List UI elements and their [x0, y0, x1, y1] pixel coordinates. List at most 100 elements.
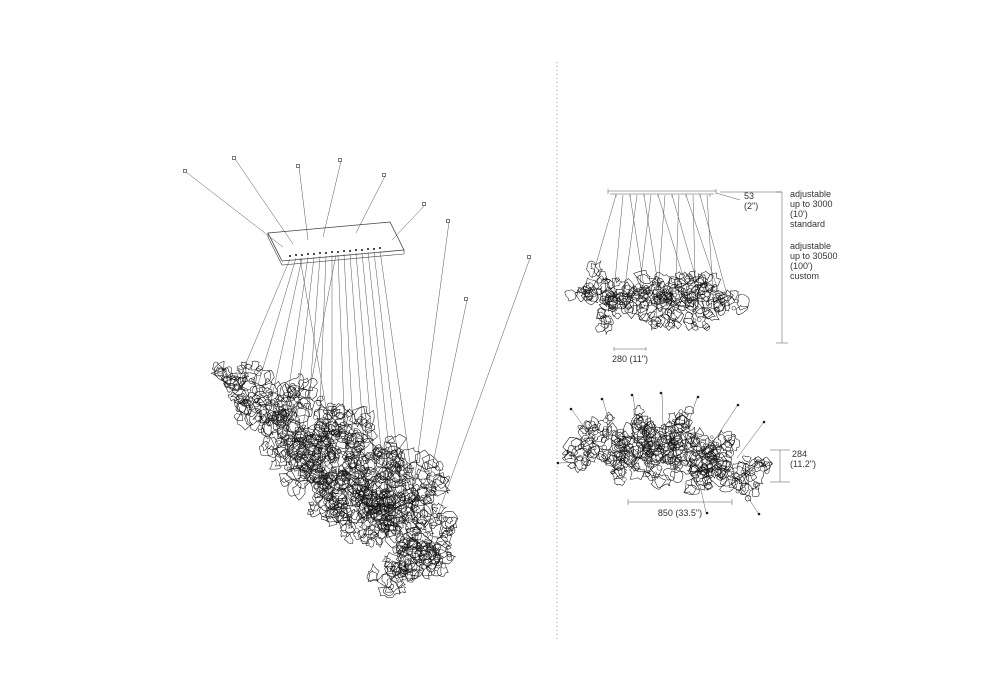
cluster-scribble: [430, 489, 436, 497]
glass-bulb: [715, 442, 719, 446]
cluster-scribble: [410, 525, 422, 540]
side-view: 850 (33.5") 284 (11.2"): [556, 391, 816, 518]
glass-bulb: [432, 513, 438, 518]
cluster-scribble: [323, 429, 338, 441]
cluster-scribble: [385, 478, 396, 488]
cable-knob: [331, 251, 333, 253]
cluster-scribble: [364, 502, 374, 515]
cluster-scribble: [375, 536, 384, 549]
glass-bulb: [745, 463, 749, 468]
ceiling-anchor-square: [382, 173, 386, 177]
cluster-scribble: [311, 470, 328, 486]
adjustable-standard-line4: standard: [790, 219, 825, 229]
cluster-scribble: [642, 470, 651, 477]
cluster-scribble: [346, 478, 363, 495]
glass-bulb: [312, 415, 318, 420]
front-elevation-view: 53 (2") adjustable up to 3000 (10') stan…: [564, 189, 838, 364]
glass-bulb: [350, 462, 356, 468]
cluster-scribble: [677, 427, 683, 433]
cable-knob: [379, 247, 381, 249]
cluster-scribble: [690, 432, 710, 452]
glass-bulb: [427, 535, 433, 541]
glass-bulb: [639, 444, 643, 448]
glass-bulb: [251, 379, 255, 382]
cluster-scribble: [331, 428, 341, 437]
glass-bulb: [226, 379, 231, 384]
plate-cable-knobs: [289, 247, 381, 257]
cluster-scribble: [592, 277, 608, 292]
cluster-scribble: [662, 449, 676, 467]
cluster-scribble: [596, 288, 602, 295]
attachment-leaders: [559, 393, 764, 514]
glass-bulb: [320, 431, 323, 435]
cluster-scribble: [295, 407, 311, 424]
cluster-scribble: [327, 447, 340, 461]
cluster-scribble: [590, 260, 603, 277]
cable-knob: [373, 248, 375, 250]
glass-bulb: [760, 466, 766, 472]
cluster-scribble: [236, 402, 251, 416]
cluster-scribble: [338, 510, 346, 517]
glass-bulb: [330, 455, 334, 460]
cluster-scribble: [622, 293, 632, 303]
cluster-scribble: [645, 420, 656, 429]
cluster-scribble: [340, 530, 349, 538]
attachment-dot: [569, 407, 573, 411]
glass-bulb: [727, 471, 732, 477]
glass-bulb: [443, 542, 446, 546]
cluster-scribble: [426, 472, 445, 490]
glass-bulb: [660, 292, 663, 295]
glass-bulb: [429, 519, 434, 524]
cluster-scribble: [750, 486, 760, 497]
wire-line: [391, 204, 426, 241]
cluster-scribble: [233, 412, 243, 422]
cluster-scribble: [422, 545, 432, 556]
glass-bulb: [654, 282, 657, 285]
glass-bulb: [376, 490, 381, 495]
cluster-scribble: [599, 290, 615, 302]
cluster-scribble: [695, 307, 706, 318]
cable-knob: [313, 253, 315, 255]
cluster-scribble: [279, 411, 288, 418]
cluster-scribble: [379, 466, 393, 480]
glass-bulb: [297, 461, 303, 467]
canopy-height-dim-unit: (2"): [744, 201, 758, 211]
cluster-scribble: [719, 441, 734, 454]
glass-bulb: [677, 291, 682, 295]
cluster-scribble: [633, 284, 643, 297]
wire-line: [671, 194, 706, 311]
cluster-scribble: [390, 570, 406, 588]
cluster-scribble: [636, 274, 657, 289]
wire-line: [711, 405, 738, 445]
perspective-view: [183, 156, 531, 599]
cluster-scribble: [650, 280, 669, 295]
glass-bulb: [648, 321, 653, 325]
wire-line: [379, 250, 419, 521]
cluster-scribble: [709, 284, 718, 294]
ceiling-anchors: [183, 156, 531, 301]
adjustable-custom-line1: adjustable: [790, 241, 831, 251]
glass-bulb: [356, 433, 360, 438]
cluster-scribble: [418, 566, 431, 580]
cluster-scribble: [700, 282, 708, 289]
glass-bulb: [699, 478, 703, 482]
glass-bulb: [698, 474, 704, 479]
wire-line: [299, 257, 331, 431]
cluster-scribble: [416, 468, 430, 481]
cluster-scribble: [245, 363, 253, 370]
cluster-scribble: [236, 412, 254, 431]
glass-bulb: [424, 559, 430, 564]
cluster-scribble: [387, 433, 407, 452]
cluster-scribble: [421, 508, 429, 517]
cluster-scribble: [599, 314, 608, 323]
cluster-scribble: [561, 450, 569, 456]
cluster-scribble: [596, 275, 605, 284]
cluster-scribble: [343, 534, 354, 545]
cluster-scribble: [373, 527, 388, 545]
cluster-scribble: [385, 566, 397, 580]
cluster-scribble: [594, 420, 609, 432]
glass-bulb: [647, 299, 650, 303]
cluster-scribble: [334, 478, 354, 492]
cluster-scribble: [398, 449, 406, 459]
wire-line: [706, 194, 715, 311]
